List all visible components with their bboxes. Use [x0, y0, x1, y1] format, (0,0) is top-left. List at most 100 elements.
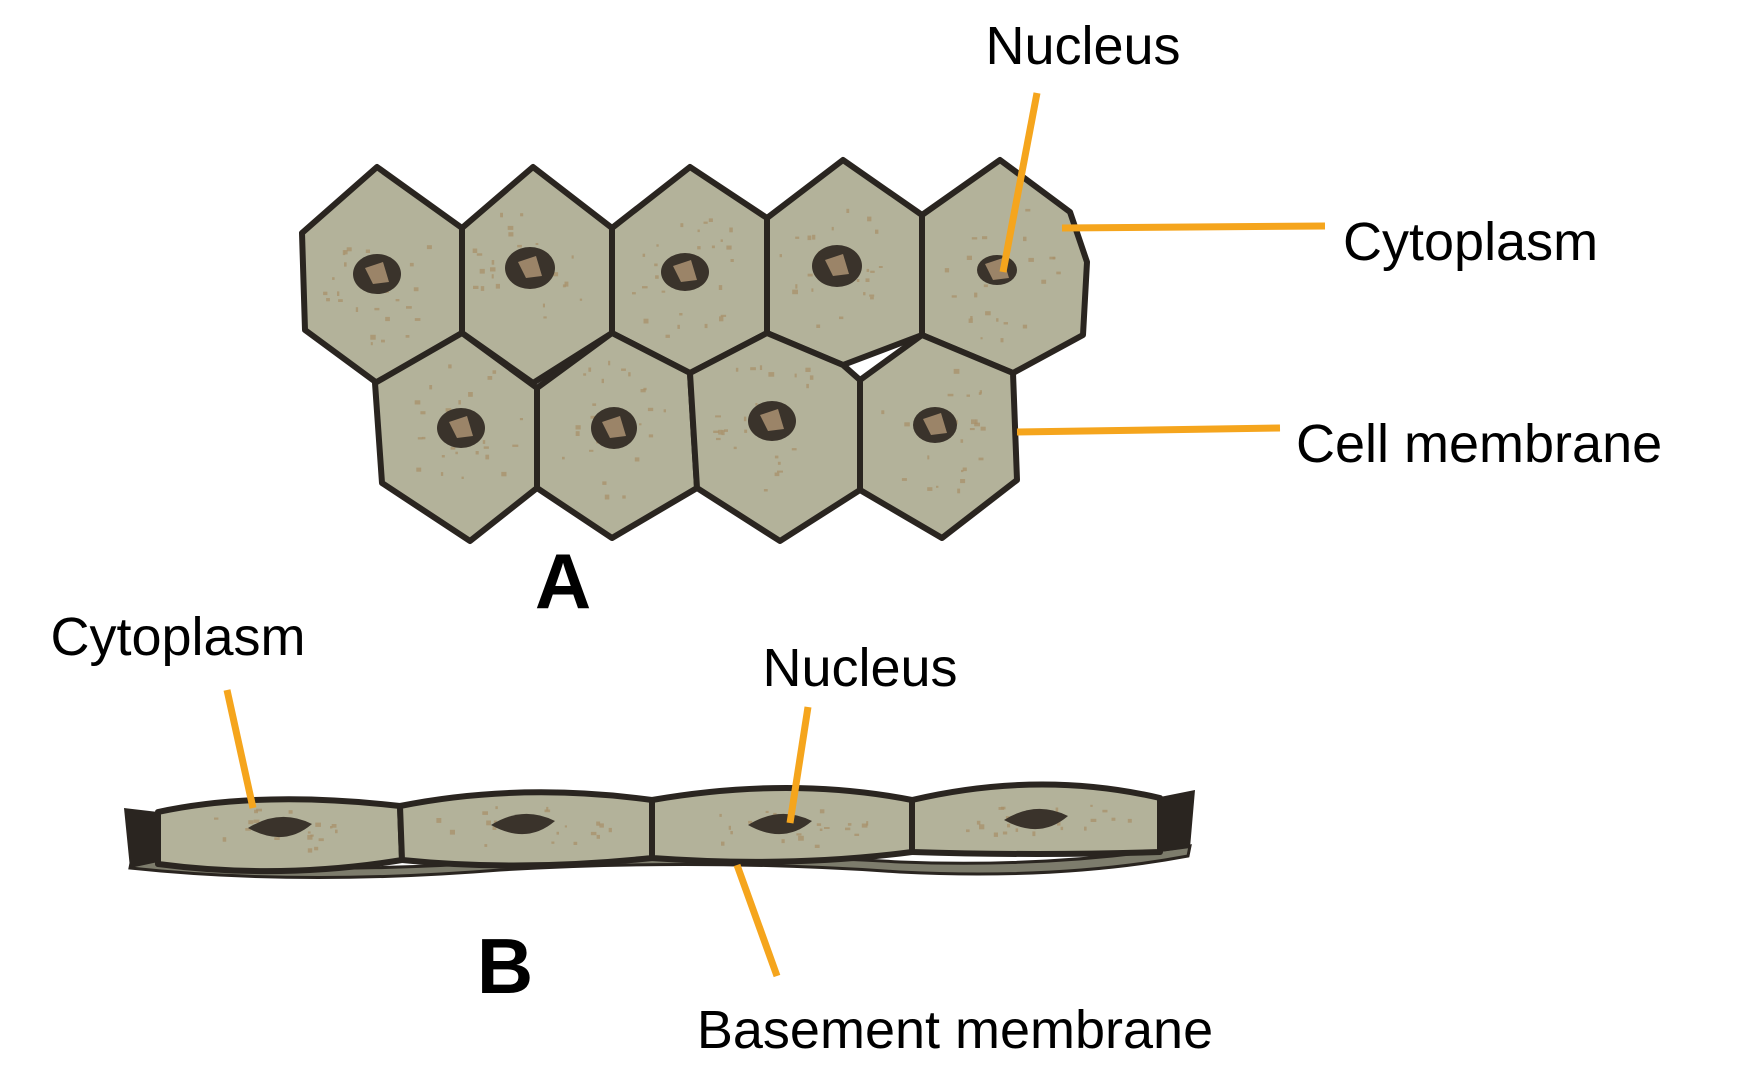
cytoplasm-granule	[245, 828, 251, 831]
cytoplasm-granule	[806, 383, 809, 389]
panel-b-cells	[124, 781, 1195, 880]
cytoplasm-granule	[978, 457, 984, 461]
cytoplasm-granule	[318, 838, 324, 842]
cytoplasm-granule	[798, 835, 804, 841]
cytoplasm-granule	[1084, 826, 1087, 831]
cytoplasm-granule	[807, 235, 812, 241]
chromatin	[760, 409, 784, 431]
cytoplasm-granule	[960, 479, 966, 484]
squamous-cell-bottom-4	[857, 332, 1020, 541]
cytoplasm-granule	[774, 455, 779, 459]
cytoplasm-granule	[414, 318, 421, 321]
cytoplasm-granule	[863, 292, 866, 296]
nucleus	[491, 813, 555, 835]
cytoplasm-granule	[870, 296, 874, 300]
cytoplasm-granule	[519, 418, 523, 421]
cytoplasm-granule	[665, 334, 670, 338]
cytoplasm-granule	[723, 429, 728, 432]
cytoplasm-granule	[1052, 256, 1056, 260]
cytoplasm-granule	[960, 439, 964, 443]
nucleus	[1004, 808, 1068, 830]
cytoplasm-granule	[551, 841, 555, 844]
cytoplasm-granule	[831, 226, 834, 231]
cytoplasm-granule	[720, 239, 723, 242]
cytoplasm-granule	[947, 393, 954, 397]
cytoplasm-granule	[485, 454, 490, 460]
cytoplasm-granule	[1055, 807, 1059, 813]
cytoplasm-granule	[365, 249, 370, 253]
squamous-cell-top-4	[764, 157, 925, 368]
cytoplasm-granule	[346, 247, 352, 252]
cytoplasm-granule	[663, 409, 666, 413]
cytoplasm-granule	[416, 467, 422, 472]
cytoplasm-granule	[571, 255, 574, 259]
cytoplasm-granule	[774, 472, 780, 477]
cytoplasm-granule	[648, 434, 654, 438]
cytoplasm-granule	[966, 255, 972, 260]
cytoplasm-granule	[564, 281, 569, 287]
nucleus	[748, 813, 812, 835]
chromatin	[449, 416, 473, 438]
cell-edge-left	[124, 808, 158, 868]
cytoplasm-granule	[901, 478, 907, 481]
cytoplasm-granule	[315, 822, 321, 827]
cytoplasm-granule	[307, 848, 313, 853]
cytoplasm-granule	[647, 407, 654, 412]
cytoplasm-granule	[957, 488, 961, 494]
flat-cell-1	[155, 796, 405, 875]
cytoplasm-granule	[719, 316, 724, 322]
cytoplasm-granule	[599, 823, 604, 828]
cytoplasm-granule	[856, 279, 860, 282]
panel-a-leader-lines	[999, 92, 1326, 436]
cytoplasm-granule	[854, 833, 860, 836]
cytoplasm-granule	[608, 827, 612, 833]
cytoplasm-granule	[816, 823, 822, 826]
cytoplasm-granule	[974, 292, 978, 298]
cytoplasm-granule	[445, 408, 452, 412]
cytoplasm-granule	[819, 809, 825, 814]
cytoplasm-granule	[1056, 271, 1061, 275]
cytoplasm-granule	[1000, 338, 1004, 343]
cytoplasm-granule	[602, 481, 607, 485]
cytoplasm-granule	[721, 430, 725, 436]
cytoplasm-granule	[654, 263, 658, 267]
cytoplasm-granule	[632, 292, 636, 295]
cytoplasm-granule	[718, 285, 723, 290]
cytoplasm-granule	[596, 834, 600, 839]
cytoplasm-granule	[944, 268, 950, 273]
cytoplasm-granule	[811, 288, 814, 292]
squamous-cell-bottom-2	[534, 330, 700, 541]
cytoplasm-granule	[370, 334, 376, 340]
cytoplasm-granule	[711, 245, 715, 249]
cytoplasm-granule	[927, 455, 930, 460]
cytoplasm-granule	[214, 817, 219, 820]
cell-edge-right	[1155, 790, 1195, 852]
cytoplasm-granule	[677, 324, 680, 329]
cytoplasm-granule	[337, 291, 340, 296]
cytoplasm-granule	[743, 416, 747, 422]
cytoplasm-granule	[779, 254, 782, 258]
cytoplasm-granule	[953, 368, 960, 374]
cytoplasm-granule	[461, 476, 464, 479]
cytoplasm-granule	[796, 833, 802, 836]
cytoplasm-granule	[656, 244, 659, 247]
cytoplasm-granule	[982, 236, 988, 240]
cytoplasm-granule	[966, 829, 970, 833]
cytoplasm-granule	[507, 225, 514, 230]
cytoplasm-granule	[993, 832, 998, 837]
squamous-cell-bottom-3	[687, 330, 863, 544]
cytoplasm-granule	[763, 489, 768, 492]
cytoplasm-granule	[307, 834, 313, 840]
cytoplasm-granule	[492, 370, 497, 374]
cytoplasm-granule	[307, 831, 311, 834]
cytoplasm-granule	[979, 390, 982, 394]
cytoplasm-granule	[409, 262, 414, 267]
cytoplasm-granule	[491, 274, 494, 279]
cytoplasm-granule	[805, 367, 811, 372]
cytoplasm-granule	[1022, 324, 1028, 329]
cytoplasm-granule	[867, 216, 872, 222]
cytoplasm-granule	[436, 818, 442, 823]
cytoplasm-granule	[323, 291, 328, 296]
